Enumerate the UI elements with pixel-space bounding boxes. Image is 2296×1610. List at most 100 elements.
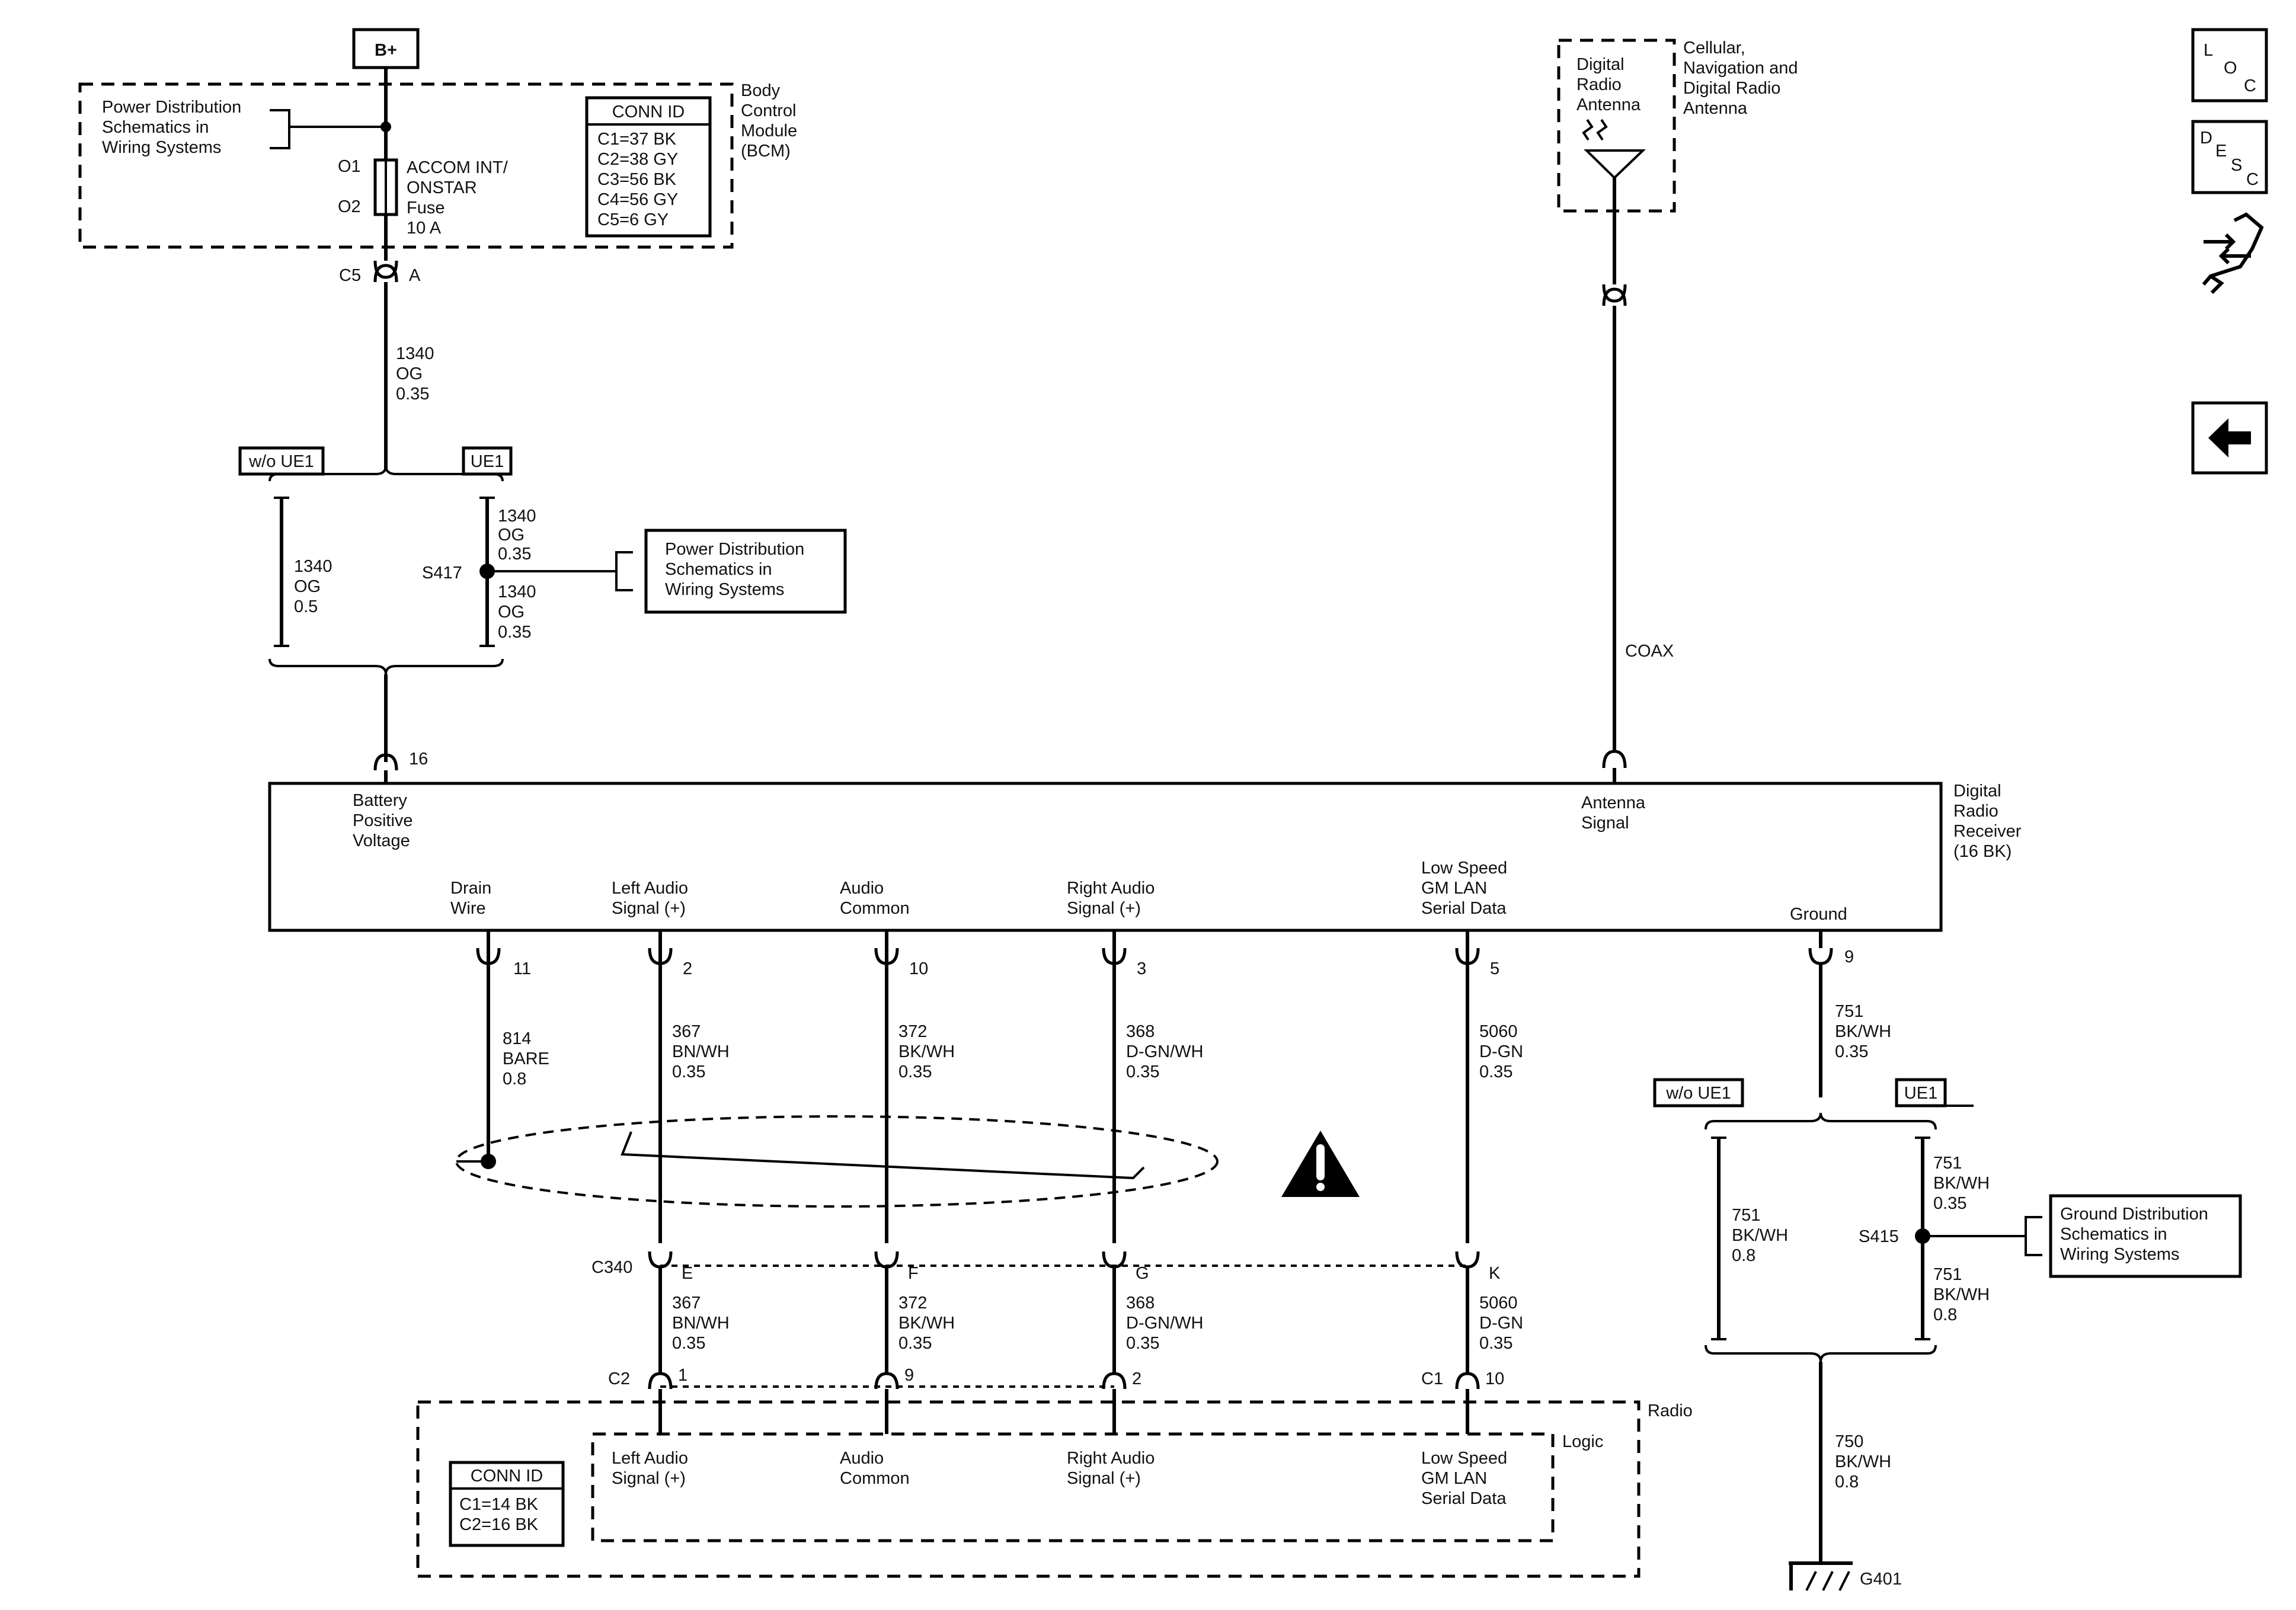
antenna-connector-symbol <box>1602 284 1627 303</box>
receiver-batt-line3: Voltage <box>353 831 410 850</box>
radio-outline <box>416 1400 1641 1578</box>
c340-pin-e: E <box>682 1264 693 1283</box>
ground-hatch <box>1805 1571 1850 1591</box>
desc-letter-d: D <box>2200 129 2212 148</box>
s417-power-dist-ref-box[interactable] <box>644 529 847 614</box>
desc-letter-c: C <box>2246 170 2259 189</box>
power-dist-ref-line2[interactable]: Schematics in <box>102 118 209 137</box>
wire-5060-low-circuit: 5060 <box>1479 1294 1518 1313</box>
receiver-ground-label: Ground <box>1790 905 1847 924</box>
wire-5060-low-color: D-GN <box>1479 1314 1523 1333</box>
wire-367-mid-circuit: 367 <box>672 1022 701 1041</box>
bcm-conn-c5: C5=6 GY <box>597 210 669 229</box>
pin-10-label: 10 <box>909 959 928 978</box>
caution-icon-dot <box>1316 1183 1325 1191</box>
receiver-name-line1: Digital <box>1953 782 2001 801</box>
s417-ref-line2[interactable]: Schematics in <box>665 560 772 579</box>
wire-1340-option-a-ends <box>274 497 289 647</box>
receiver-pin-connectors <box>476 948 1833 965</box>
wire-814-color: BARE <box>503 1049 549 1068</box>
antenna-radiation-icon <box>1582 119 1608 141</box>
radio-ra-line2: Signal (+) <box>1067 1469 1141 1488</box>
wire-5060-mid-color: D-GN <box>1479 1042 1523 1061</box>
swap-connector-icon[interactable] <box>2202 212 2264 295</box>
radio-lan-line2: GM LAN <box>1421 1469 1487 1488</box>
wire-372-low-color: BK/WH <box>898 1314 955 1333</box>
bcm-conn-c3: C3=56 BK <box>597 170 677 189</box>
desc-icon-frame[interactable] <box>2191 120 2268 194</box>
radio-ac-line2: Common <box>840 1469 910 1488</box>
wire-372-mid-circuit: 372 <box>898 1022 927 1041</box>
radio-c2-pin9: 9 <box>904 1366 914 1385</box>
receiver-ra-line2: Signal (+) <box>1067 899 1141 918</box>
wire-368-mid-color: D-GN/WH <box>1126 1042 1203 1061</box>
ground-ref-line1[interactable]: Ground Distribution <box>2060 1205 2208 1224</box>
radio-ra-line1: Right Audio <box>1067 1449 1155 1468</box>
c5-connector-symbol <box>373 260 398 279</box>
ground-point-label: G401 <box>1860 1570 1902 1589</box>
radio-la-line1: Left Audio <box>612 1449 688 1468</box>
c340-pin-k-symbol <box>1455 1251 1480 1269</box>
receiver-batt-line2: Positive <box>353 811 413 830</box>
splice-s417-label: S417 <box>422 564 462 582</box>
ground-option-ue1-box <box>1895 1078 1947 1108</box>
receiver-ac-line2: Common <box>840 899 910 918</box>
power-dist-ref-line1[interactable]: Power Distribution <box>102 98 241 117</box>
pin-3-label: 3 <box>1137 959 1146 978</box>
bcm-name-line2: Control <box>741 101 797 120</box>
ground-ref-line2[interactable]: Schematics in <box>2060 1225 2167 1244</box>
fuse-pin-o1: O1 <box>338 157 361 176</box>
bcm-name-line3: Module <box>741 121 797 140</box>
twisted-pair-shield <box>455 1115 1219 1208</box>
radio-c2-pin1-symbol <box>648 1372 673 1390</box>
receiver-la-line1: Left Audio <box>612 879 688 898</box>
ground-ref-line3[interactable]: Wiring Systems <box>2060 1245 2179 1264</box>
wire-367-low-circuit: 367 <box>672 1294 701 1313</box>
s415-out-circuit: 751 <box>1933 1265 1962 1284</box>
radio-c2-pin1: 1 <box>678 1366 687 1385</box>
radio-c2-label: C2 <box>608 1369 630 1388</box>
bcm-junction-dot <box>380 121 391 132</box>
bcm-conn-c2: C2=38 GY <box>597 150 678 169</box>
s415-in-circuit: 751 <box>1933 1154 1962 1173</box>
ground-symbol-icon <box>1789 1561 1853 1591</box>
desc-icon[interactable]: D E S C <box>2191 120 2268 194</box>
s417-in-gauge: 0.35 <box>498 545 531 564</box>
ground-dist-ref-box[interactable] <box>2049 1194 2242 1278</box>
wire-1340-top-circuit: 1340 <box>396 344 434 363</box>
fuse-label-line4: 10 A <box>407 219 442 238</box>
receiver-name-line2: Radio <box>1953 802 1998 821</box>
bcm-conn-id-table <box>585 96 712 238</box>
loc-icon-frame[interactable] <box>2191 28 2268 103</box>
receiver-ac-line1: Audio <box>840 879 884 898</box>
pin-9-label: 9 <box>1844 948 1854 966</box>
s417-ref-line1[interactable]: Power Distribution <box>665 540 804 559</box>
receiver-name-line3: Receiver <box>1953 822 2022 841</box>
antenna-outline <box>1557 39 1676 213</box>
radio-lan-line3: Serial Data <box>1421 1489 1507 1508</box>
pin-9-connector <box>1808 948 1833 965</box>
s417-ref-line3[interactable]: Wiring Systems <box>665 580 784 599</box>
option-brace-top <box>268 465 504 482</box>
c340-pin-g: G <box>1136 1264 1149 1283</box>
radio-connectors <box>648 1372 1480 1390</box>
radio-c1-pin10-symbol <box>1455 1372 1480 1390</box>
receiver-batt-pin: 16 <box>409 750 428 769</box>
power-dist-ref-line3[interactable]: Wiring Systems <box>102 138 221 157</box>
loc-letter-c: C <box>2244 76 2256 95</box>
battery-source-label: B+ <box>375 41 397 60</box>
loc-icon[interactable]: L O C <box>2191 28 2268 103</box>
s417-out-circuit: 1340 <box>498 582 536 601</box>
back-arrow-icon[interactable] <box>2191 401 2268 475</box>
wire-814-gauge: 0.8 <box>503 1070 526 1089</box>
pin-5-label: 5 <box>1490 959 1499 978</box>
antenna-icon <box>1584 149 1646 180</box>
back-arrow-frame[interactable] <box>2191 401 2268 475</box>
s415-in-gauge: 0.35 <box>1933 1194 1966 1213</box>
option-ue1-label: UE1 <box>471 452 504 471</box>
c5-connector-symbol-mate <box>373 264 398 283</box>
antenna-label-line3: Digital Radio <box>1683 79 1780 98</box>
fuse-label-line3: Fuse <box>407 199 445 217</box>
ground-option-ue1-label: UE1 <box>1904 1084 1937 1103</box>
radio-conn-id-table <box>449 1461 565 1547</box>
